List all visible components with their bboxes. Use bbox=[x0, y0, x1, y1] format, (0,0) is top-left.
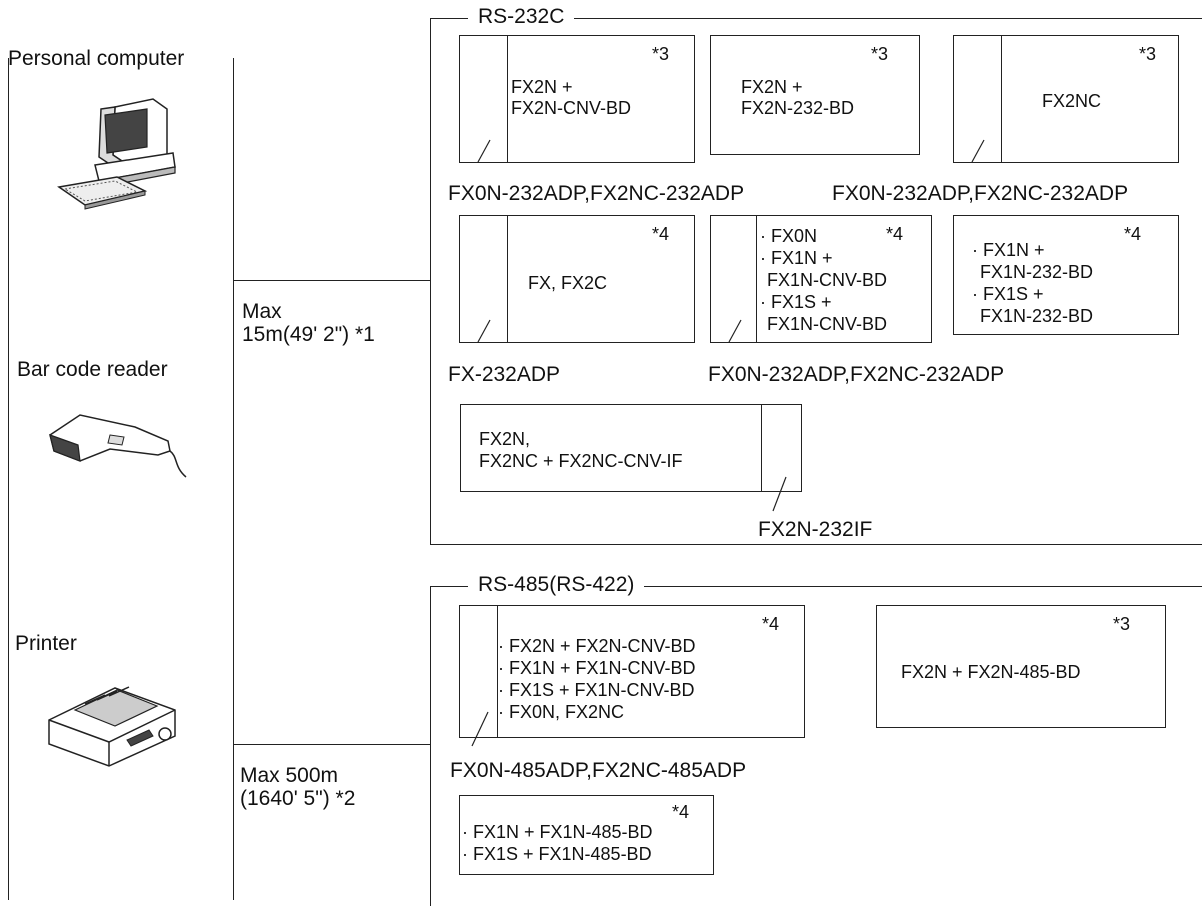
rs232-caption-a: FX0N-232ADP,FX2NC-232ADP bbox=[448, 182, 745, 205]
adapter-divider bbox=[507, 216, 508, 342]
note-marker: *4 bbox=[652, 224, 670, 244]
box-line: FX2N-CNV-BD bbox=[511, 98, 632, 118]
note-marker: *4 bbox=[1124, 224, 1142, 244]
adapter-pointer bbox=[971, 139, 985, 163]
adapter-divider bbox=[497, 606, 498, 737]
device-column-right-border bbox=[233, 58, 234, 900]
rs232-caption-c: FX-232ADP bbox=[448, 363, 561, 386]
rs485-box-cnv-bd: *4 · FX2N + FX2N-CNV-BD · FX1N + FX1N-CN… bbox=[459, 605, 805, 747]
rs232-caption-d: FX0N-232ADP,FX2NC-232ADP bbox=[708, 363, 1005, 386]
rs232-distance-line2: 15m(49' 2") *1 bbox=[242, 323, 375, 346]
box-line: FX2N + FX2N-485-BD bbox=[901, 662, 1081, 682]
rs232-box-fx2n-232-bd: *3 FX2N + FX2N-232-BD bbox=[710, 35, 920, 155]
box-line: FX2N + bbox=[511, 77, 573, 97]
rs232-box-fx2n-cnv-bd: *3 FX2N + FX2N-CNV-BD bbox=[459, 35, 695, 163]
box-line: · FX1S + FX1N-CNV-BD bbox=[498, 680, 695, 700]
box-line: FX1N-232-BD bbox=[980, 262, 1094, 282]
box-line: FX, FX2C bbox=[528, 273, 608, 293]
rs232-caption-e: FX2N-232IF bbox=[758, 518, 873, 541]
adapter-divider bbox=[756, 216, 757, 342]
adapter-pointer bbox=[471, 711, 489, 747]
box-line: · FX1S + FX1N-485-BD bbox=[462, 844, 652, 864]
box-line: FX2N-232-BD bbox=[741, 98, 855, 118]
note-marker: *3 bbox=[1139, 44, 1157, 64]
rs485-distance-line2: (1640' 5") *2 bbox=[240, 787, 356, 810]
note-marker: *3 bbox=[1113, 614, 1131, 634]
box-line: · FX1N + FX1N-485-BD bbox=[462, 822, 653, 842]
box-line: FX1N-CNV-BD bbox=[767, 314, 888, 334]
personal-computer-icon bbox=[57, 98, 176, 210]
printer-icon bbox=[48, 686, 176, 767]
note-marker: *4 bbox=[672, 802, 690, 822]
adapter-divider bbox=[1001, 36, 1002, 162]
rs232-group-label: RS-232C bbox=[468, 5, 575, 29]
box-line: · FX1S + bbox=[760, 292, 832, 312]
box-line: FX2N, bbox=[479, 429, 531, 449]
adapter-divider bbox=[507, 36, 508, 162]
rs485-box-fx2n-485-bd: *3 FX2N + FX2N-485-BD bbox=[876, 605, 1166, 728]
device-column-left-border bbox=[8, 58, 9, 900]
rs485-box-fx1n-485-bd: *4 · FX1N + FX1N-485-BD · FX1S + FX1N-48… bbox=[459, 795, 714, 875]
box-line: · FX1N + FX1N-CNV-BD bbox=[498, 658, 696, 678]
adapter-pointer bbox=[477, 139, 491, 163]
rs232-group-frame bbox=[430, 18, 1202, 545]
rs232-box-fx2n-232if: FX2N, FX2NC + FX2NC-CNV-IF bbox=[460, 404, 802, 512]
box-line: FX1N-232-BD bbox=[980, 306, 1094, 326]
rs485-connection-line bbox=[233, 744, 430, 745]
adapter-pointer bbox=[772, 476, 787, 512]
adapter-pointer bbox=[477, 319, 491, 343]
note-marker: *4 bbox=[886, 224, 904, 244]
box-line: FX1N-CNV-BD bbox=[767, 270, 888, 290]
rs485-caption-a: FX0N-485ADP,FX2NC-485ADP bbox=[450, 759, 747, 782]
note-marker: *4 bbox=[762, 614, 780, 634]
rs232-connection-line bbox=[233, 280, 430, 281]
box-line: · FX0N, FX2NC bbox=[498, 702, 625, 722]
printer-label: Printer bbox=[15, 632, 77, 655]
rs485-group-label: RS-485(RS-422) bbox=[468, 573, 645, 597]
adapter-divider bbox=[761, 405, 762, 491]
rs232-box-fx-fx2c: *4 FX, FX2C bbox=[459, 215, 695, 343]
personal-computer-label: Personal computer bbox=[8, 47, 185, 70]
box-line: · FX2N + FX2N-CNV-BD bbox=[498, 636, 696, 656]
rs232-distance-line1: Max bbox=[242, 300, 282, 323]
rs232-box-fx2nc: *3 FX2NC bbox=[953, 35, 1179, 163]
box-line: FX2N + bbox=[741, 77, 803, 97]
box-line: FX2NC bbox=[1042, 91, 1102, 111]
box-line: FX2NC + FX2NC-CNV-IF bbox=[479, 451, 683, 471]
adapter-pointer bbox=[728, 319, 742, 343]
box-line: · FX1N + bbox=[972, 240, 1045, 260]
bar-code-reader-icon bbox=[49, 414, 187, 478]
note-marker: *3 bbox=[652, 44, 670, 64]
box-line: · FX1N + bbox=[760, 248, 833, 268]
box-line: · FX0N bbox=[760, 226, 818, 246]
rs485-group-frame bbox=[430, 586, 1202, 906]
bar-code-reader-label: Bar code reader bbox=[17, 358, 168, 381]
rs485-distance-line1: Max 500m bbox=[240, 764, 339, 787]
note-marker: *3 bbox=[871, 44, 889, 64]
rs232-box-fx1n-232-bd: *4 · FX1N + FX1N-232-BD · FX1S + FX1N-23… bbox=[953, 215, 1179, 335]
rs232-box-fx0n-fx1n-fx1s: *4 · FX0N · FX1N + FX1N-CNV-BD · FX1S + … bbox=[710, 215, 932, 343]
box-line: · FX1S + bbox=[972, 284, 1044, 304]
rs232-caption-b: FX0N-232ADP,FX2NC-232ADP bbox=[832, 182, 1129, 205]
